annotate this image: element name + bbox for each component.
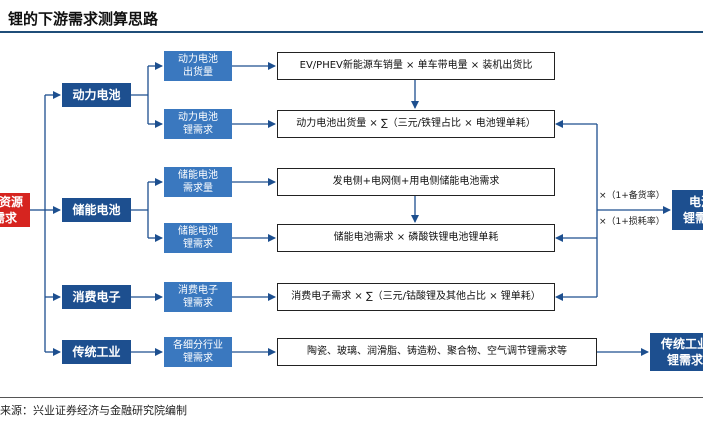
formula-storage-demand: 发电侧+电网侧+用电侧储能电池需求 bbox=[277, 168, 555, 196]
formula-power-lithium: 动力电池出货量 × ∑（三元/铁锂占比 × 电池锂单耗） bbox=[277, 110, 555, 138]
category-power-battery: 动力电池 bbox=[62, 83, 131, 107]
source-note: 来源：兴业证券经济与金融研究院编制 bbox=[0, 404, 187, 417]
formula-traditional-lithium: 陶瓷、玻璃、润滑脂、铸造粉、聚合物、空气调节锂需求等 bbox=[277, 338, 597, 366]
multiplier-stock-rate: ×（1+备货率） bbox=[599, 191, 665, 201]
formula-consumer-lithium: 消费电子需求 × ∑（三元/钴酸锂及其他占比 × 锂单耗） bbox=[277, 283, 555, 311]
output-battery-lithium: 电池 锂需求 bbox=[672, 190, 703, 230]
footer-divider bbox=[0, 397, 703, 398]
page-title: 锂的下游需求测算思路 bbox=[8, 10, 159, 28]
sub-power-lithium: 动力电池 锂需求 bbox=[164, 109, 232, 139]
category-consumer-electronics: 消费电子 bbox=[62, 285, 131, 309]
category-traditional-industry: 传统工业 bbox=[62, 340, 131, 364]
sub-power-shipment: 动力电池 出货量 bbox=[164, 51, 232, 81]
sub-traditional-lithium: 各细分行业 锂需求 bbox=[164, 337, 232, 367]
category-storage-battery: 储能电池 bbox=[62, 198, 131, 222]
root-lithium-demand: 锂资源 需求 bbox=[0, 193, 30, 227]
formula-storage-lithium: 储能电池需求 × 磷酸铁锂电池锂单耗 bbox=[277, 224, 555, 252]
title-divider bbox=[0, 31, 703, 33]
formula-power-shipment: EV/PHEV新能源车销量 × 单车带电量 × 装机出货比 bbox=[277, 52, 555, 80]
multiplier-loss-rate: ×（1+损耗率） bbox=[599, 217, 665, 227]
output-traditional-lithium: 传统工业 锂需求 bbox=[650, 333, 703, 371]
sub-storage-lithium: 储能电池 锂需求 bbox=[164, 223, 232, 253]
sub-consumer-lithium: 消费电子 锂需求 bbox=[164, 282, 232, 312]
sub-storage-demand: 储能电池 需求量 bbox=[164, 167, 232, 197]
